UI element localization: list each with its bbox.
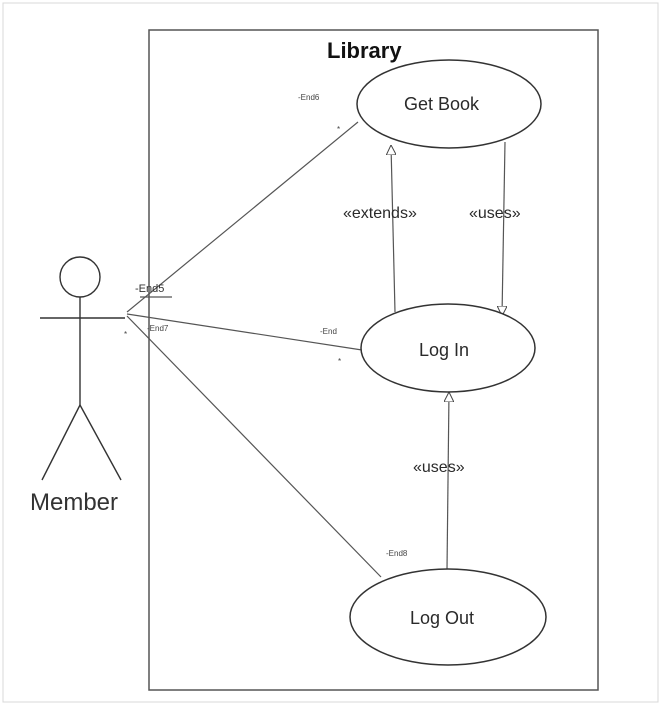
end-label-login: -End xyxy=(320,327,337,336)
extends-stereotype-label: «extends» xyxy=(343,205,417,222)
uses-arrow-getbook-to-login xyxy=(502,141,505,316)
uses-stereotype-label-logout: «uses» xyxy=(413,459,465,476)
multiplicity-actor: * xyxy=(124,330,128,339)
use-case-get-book xyxy=(356,59,542,149)
association-member-logout xyxy=(126,315,382,578)
use-case-label-log-out: Log Out xyxy=(410,608,475,628)
multiplicity-login: * xyxy=(338,357,342,366)
end-label-login-actor-side: -End7 xyxy=(147,324,169,333)
uses-arrow-logout-to-login xyxy=(447,392,449,571)
actor-left-leg xyxy=(41,404,81,481)
association-member-getbook xyxy=(126,121,359,313)
multiplicity-getbook: * xyxy=(337,125,341,134)
actor-stick-figure xyxy=(40,256,125,481)
use-case-log-in xyxy=(360,303,536,393)
actor-name-label: Member xyxy=(30,489,119,516)
use-case-label-log-in: Log In xyxy=(419,340,470,360)
extends-arrow-login-to-getbook xyxy=(391,145,395,313)
use-case-label-get-book: Get Book xyxy=(404,94,480,114)
end-label-actor: -End5 xyxy=(135,283,165,295)
end-label-logout: -End8 xyxy=(386,549,408,558)
actor-right-leg xyxy=(79,404,122,481)
uses-stereotype-label-getbook: «uses» xyxy=(469,205,521,222)
actor-head xyxy=(59,256,101,298)
use-case-log-out xyxy=(349,568,547,666)
system-title: Library xyxy=(327,38,402,63)
association-member-login xyxy=(126,313,363,351)
end-label-getbook: -End6 xyxy=(298,93,320,102)
